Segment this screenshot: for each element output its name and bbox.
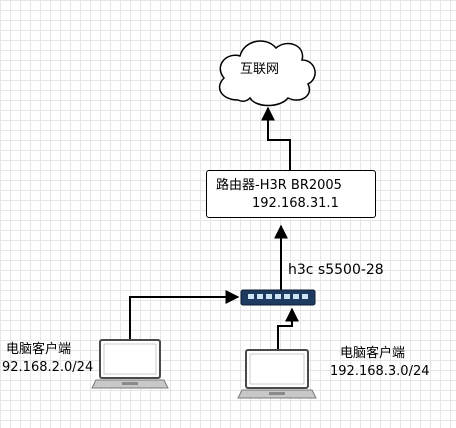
link-router-cloud [261, 106, 291, 170]
pc-left-ip: 92.168.2.0/24 [2, 360, 94, 375]
laptop-icon [91, 339, 169, 389]
pc-left-name: 电脑客户端 [6, 342, 72, 357]
link-pc-left-switch [129, 290, 240, 340]
pc-right-name: 电脑客户端 [340, 346, 406, 361]
router-box [206, 170, 376, 218]
laptop-icon [237, 349, 317, 399]
link-pc-right-switch [277, 307, 299, 350]
router-ip: 192.168.31.1 [252, 196, 339, 211]
router-name: 路由器-H3R BR2005 [216, 178, 342, 193]
pc-right-ip: 192.168.3.0/24 [330, 364, 430, 379]
switch-label: h3c s5500-28 [288, 262, 384, 278]
cloud-label: 互联网 [240, 62, 280, 77]
switch-icon [240, 289, 316, 306]
cloud-icon [218, 40, 316, 107]
